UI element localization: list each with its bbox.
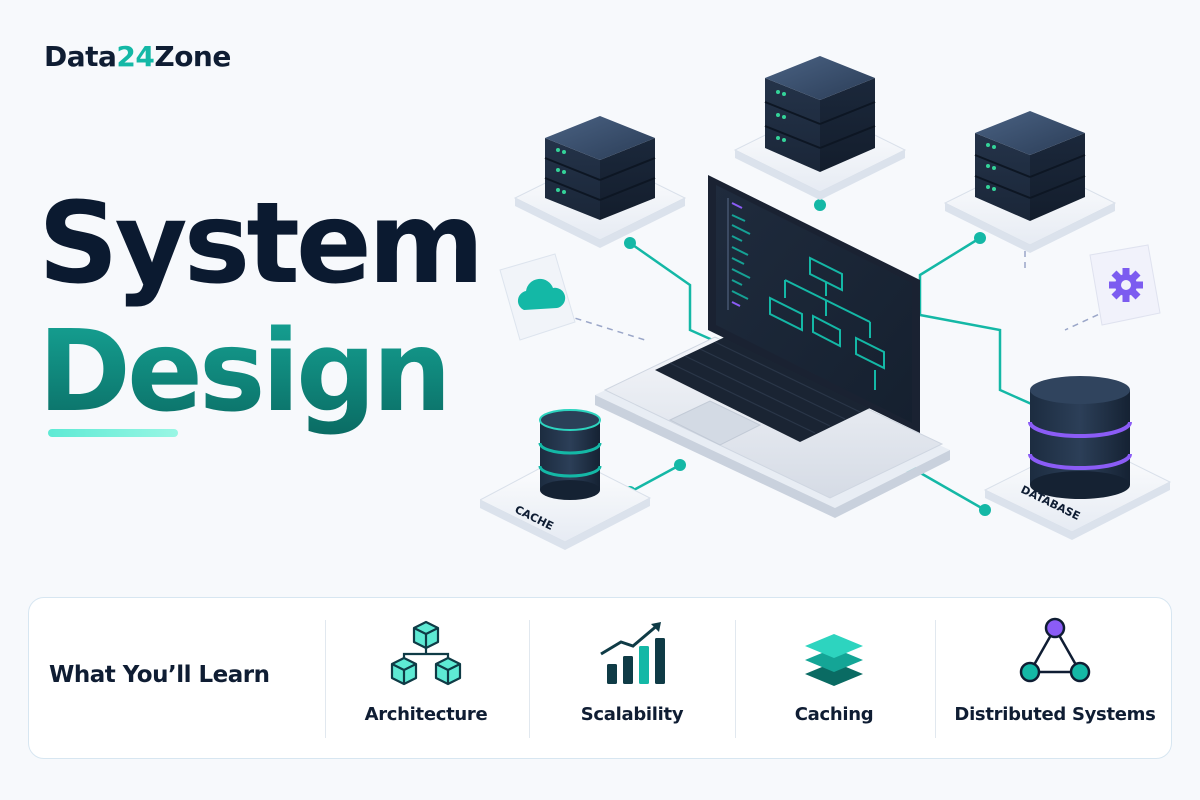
divider [325,620,326,738]
system-illustration: CACHE DATABASE [480,40,1200,580]
topic-caching: Caching [734,616,934,746]
headline-underline [48,429,178,437]
topic-caching-label: Caching [794,704,874,725]
headline-line-2: Design [38,308,481,436]
server-rack-icon [733,56,907,200]
divider [735,620,736,738]
topic-architecture: Architecture [326,616,526,746]
server-rack-icon [513,116,687,248]
topic-architecture-label: Architecture [364,704,488,725]
growth-bars-icon [587,616,677,688]
topic-distributed-systems-label: Distributed Systems [954,704,1156,725]
brand-prefix: Data [44,40,117,73]
divider [935,620,936,738]
cache-cylinder-icon: CACHE [480,409,652,550]
brand-suffix: Zone [154,40,231,73]
learn-panel: What You’ll Learn Architecture Scalabili… [28,597,1172,759]
triangle-network-icon [1010,616,1100,688]
gear-icon [1089,244,1161,326]
laptop-icon [595,175,950,518]
topic-distributed-systems: Distributed Systems [950,616,1160,746]
brand-number: 24 [116,40,155,73]
topic-scalability: Scalability [532,616,732,746]
server-rack-icon [943,111,1117,253]
cubes-hierarchy-icon [381,616,471,688]
headline-line-1: System [38,179,485,309]
divider [529,620,530,738]
brand-logo: Data24Zone [44,40,231,73]
layers-icon [789,616,879,688]
database-cylinder-icon: DATABASE [983,376,1172,540]
headline: System Design [38,179,485,436]
topic-scalability-label: Scalability [580,704,684,725]
cloud-icon [499,253,576,341]
learn-title: What You’ll Learn [49,662,270,688]
